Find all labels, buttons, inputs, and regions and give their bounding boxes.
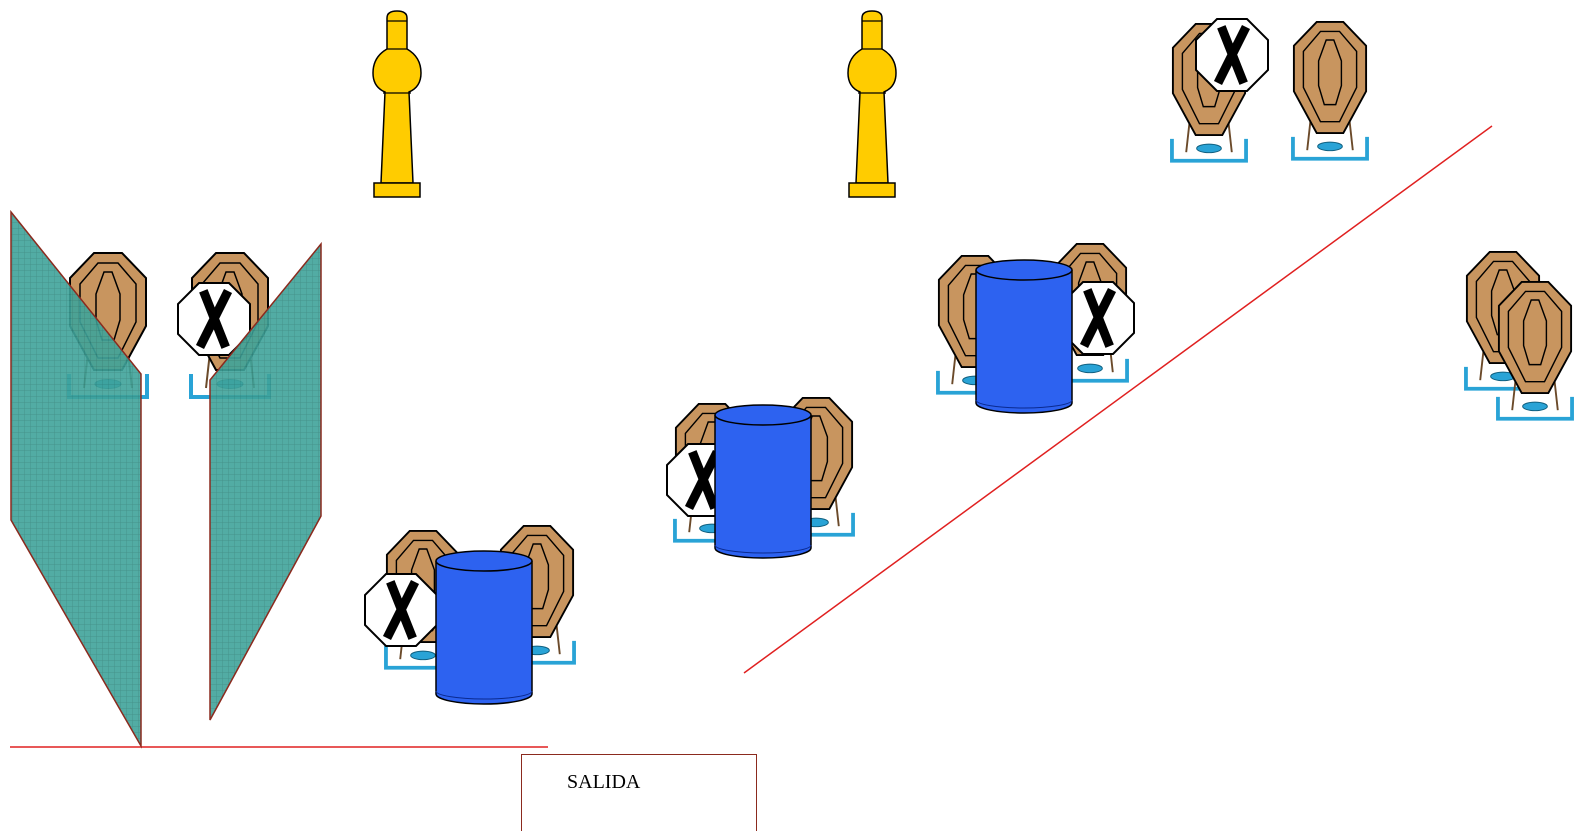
mesh-wall-left <box>10 209 142 749</box>
no-shoot-target-b <box>365 574 437 646</box>
no-shoot-target-tr <box>1196 19 1268 91</box>
blue-barrel-2 <box>714 404 812 559</box>
blue-barrel-1 <box>435 550 533 705</box>
mesh-wall-right <box>209 241 322 721</box>
popper-2 <box>847 10 897 198</box>
popper-1 <box>372 10 422 198</box>
start-label: SALIDA <box>567 771 641 793</box>
paper-target-tr2 <box>1291 20 1369 161</box>
paper-target-fr2 <box>1496 280 1574 421</box>
start-box: SALIDA <box>521 754 757 831</box>
blue-barrel-3 <box>975 259 1073 414</box>
no-shoot-target-u <box>1062 282 1134 354</box>
fault-line-diagonal <box>743 125 1493 674</box>
